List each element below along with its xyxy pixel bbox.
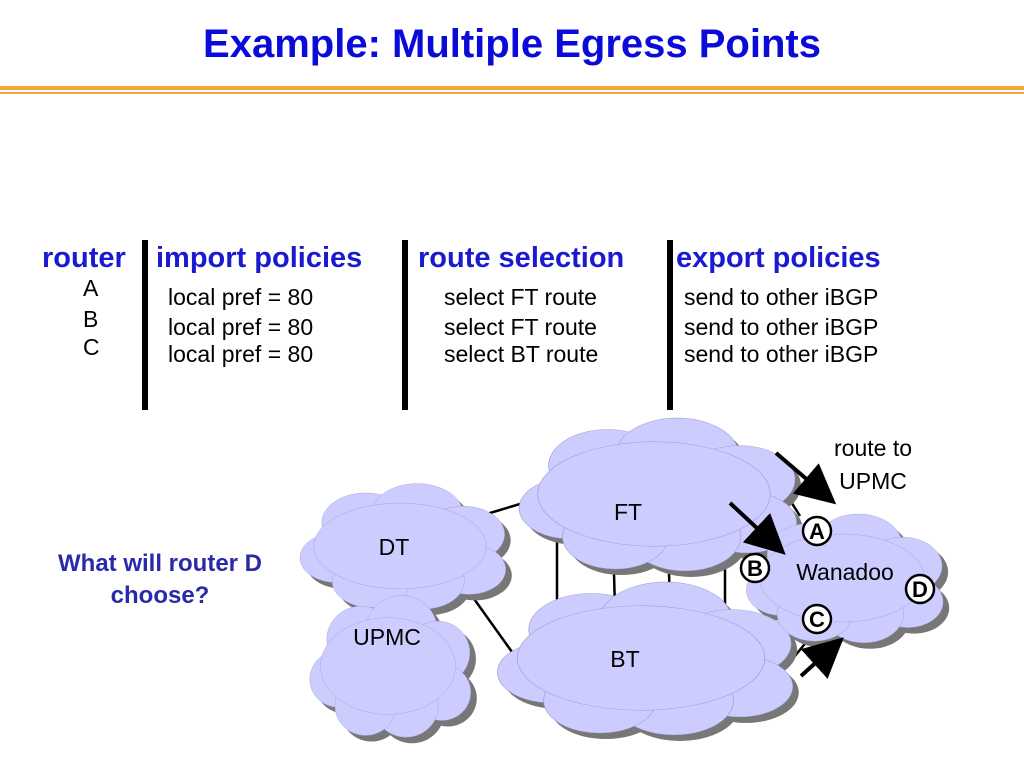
header-export-policies: export policies	[676, 242, 881, 274]
column-divider	[667, 240, 673, 410]
cloud-upmc-label: UPMC	[353, 624, 421, 650]
route-arrows	[728, 451, 844, 679]
row-b-selection: select FT route	[444, 314, 597, 340]
header-route-selection: route selection	[418, 242, 625, 274]
row-c-import: local pref = 80	[168, 341, 314, 367]
arrow-route-in-bt	[799, 637, 844, 679]
router-a-marker	[801, 515, 833, 547]
cloud-upmc	[310, 596, 471, 738]
cloud-ft	[519, 418, 796, 571]
cloud-wanadoo-label: Wanadoo	[796, 559, 894, 585]
cloud-dt-label: DT	[379, 534, 410, 560]
column-divider	[402, 240, 408, 410]
route-label-line2: UPMC	[839, 468, 907, 494]
row-b-import: local pref = 80	[168, 314, 314, 340]
route-label-line1: route to	[834, 435, 912, 461]
router-c-marker	[801, 603, 833, 635]
router-markers	[739, 515, 936, 635]
title-underline	[0, 86, 1024, 90]
title-underline-thin	[0, 92, 1024, 94]
router-c-label: C	[809, 607, 825, 632]
router-a-label: A	[809, 519, 825, 544]
router-d-label: D	[912, 577, 928, 602]
cloud-bt	[497, 582, 792, 735]
row-c-router: C	[83, 334, 100, 360]
header-import-policies: import policies	[156, 242, 363, 274]
row-a-router: A	[83, 275, 99, 301]
row-b-export: send to other iBGP	[684, 314, 879, 340]
row-c-export: send to other iBGP	[684, 341, 879, 367]
row-a-import: local pref = 80	[168, 284, 314, 310]
router-b-marker	[739, 552, 771, 584]
arrow-route-in-ft	[774, 451, 837, 505]
arrow-ft-to-b	[728, 501, 786, 555]
router-d-marker	[904, 573, 936, 605]
header-router: router	[42, 242, 126, 274]
row-b-router: B	[83, 306, 99, 332]
slide-title: Example: Multiple Egress Points	[203, 22, 821, 66]
question-text: What will router D choose?	[58, 550, 262, 609]
row-a-export: send to other iBGP	[684, 284, 879, 310]
row-a-selection: select FT route	[444, 284, 597, 310]
cloud-ft-label: FT	[614, 499, 642, 525]
cloud-bt-label: BT	[610, 646, 639, 672]
row-c-selection: select BT route	[444, 341, 599, 367]
router-b-label: B	[747, 556, 763, 581]
column-divider	[142, 240, 148, 410]
